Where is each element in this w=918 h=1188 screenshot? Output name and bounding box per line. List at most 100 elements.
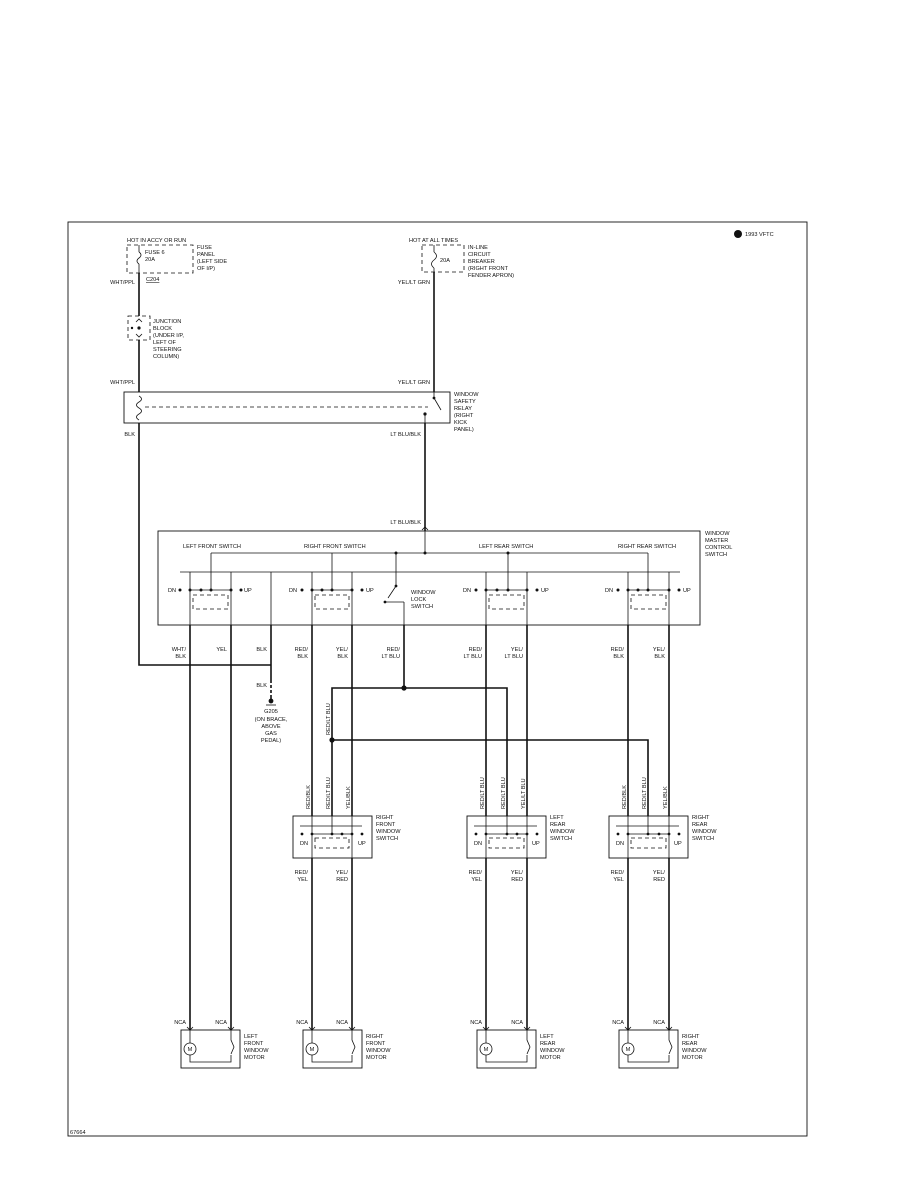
svg-text:M: M <box>188 1047 193 1053</box>
svg-text:RIGHT: RIGHT <box>692 815 710 821</box>
svg-text:SWITCH: SWITCH <box>411 604 433 610</box>
copyright-icon <box>734 230 742 238</box>
relay-label-3: RELAY <box>454 406 472 412</box>
svg-text:YEL: YEL <box>216 647 227 653</box>
left-rear-switch-label: LEFT REAR SWITCH <box>479 544 533 550</box>
svg-text:DN: DN <box>168 588 176 594</box>
svg-text:NCA: NCA <box>296 1020 308 1026</box>
relay-label-2: SAFETY <box>454 399 476 405</box>
breaker-label-4: (RIGHT FRONT <box>468 266 509 272</box>
svg-text:LT BLU: LT BLU <box>464 654 482 660</box>
svg-text:UP: UP <box>244 588 252 594</box>
relay-contact-icon <box>433 397 442 411</box>
wire-label-ltblu-blk-master: LT BLU/BLK <box>390 520 421 526</box>
fuse-panel-box <box>126 244 194 274</box>
svg-text:LEFT: LEFT <box>244 1034 258 1040</box>
svg-text:RED/: RED/ <box>469 870 483 876</box>
svg-text:WINDOW: WINDOW <box>411 590 436 596</box>
svg-text:MOTOR: MOTOR <box>244 1055 265 1061</box>
svg-text:LT BLU: LT BLU <box>382 654 400 660</box>
wire-label-blk-relay: BLK <box>124 432 135 438</box>
left-hot-label: HOT IN ACCY OR RUN <box>127 238 186 244</box>
svg-text:RED/LT BLU: RED/LT BLU <box>501 777 507 809</box>
svg-text:YEL: YEL <box>297 877 308 883</box>
connector-c204: C204 <box>146 277 159 283</box>
breaker-label-1: IN-LINE <box>468 245 488 251</box>
master-output-wires: RED/LT BLU WHT/ BLK YEL BLK RED/ BLK YEL… <box>172 625 670 1030</box>
svg-text:REAR: REAR <box>540 1041 556 1047</box>
svg-text:RED: RED <box>336 877 348 883</box>
svg-text:YEL/: YEL/ <box>653 870 666 876</box>
breaker-rating: 20A <box>440 258 450 264</box>
svg-text:NCA: NCA <box>653 1020 665 1026</box>
svg-text:RED/: RED/ <box>387 647 401 653</box>
window-lock-switch: WINDOW LOCK SWITCH <box>383 584 436 625</box>
right-front-window-switch: RED/BLK RED/LT BLU YEL/BLK DN UP RIGHT F… <box>292 777 401 1030</box>
circuit-breaker-icon <box>431 251 437 269</box>
left-power-feed: HOT IN ACCY OR RUN FUSE 6 20A FUSE PANEL… <box>110 238 227 392</box>
svg-text:RED/BLK: RED/BLK <box>622 785 628 809</box>
svg-text:NCA: NCA <box>215 1020 227 1026</box>
svg-text:RIGHT: RIGHT <box>682 1034 700 1040</box>
fuse-panel-label-3: (LEFT SIDE <box>197 259 227 265</box>
svg-text:BLK: BLK <box>256 647 267 653</box>
svg-text:RED: RED <box>511 877 523 883</box>
right-hot-label: HOT AT ALL TIMES <box>409 238 458 244</box>
svg-text:DN: DN <box>605 588 613 594</box>
svg-text:YEL/: YEL/ <box>336 870 349 876</box>
left-rear-window-switch: RED/LT BLU RED/LT BLU YEL/LT BLU DN UP L… <box>466 777 575 1030</box>
svg-text:WINDOW: WINDOW <box>376 829 401 835</box>
relay-label-5: KICK <box>454 420 467 426</box>
junction-label-3: (UNDER I/P, <box>153 333 184 339</box>
fuse-rating: 20A <box>145 257 155 263</box>
junction-label-1: JUNCTION <box>153 319 181 325</box>
svg-text:DN: DN <box>463 588 471 594</box>
svg-text:YEL/: YEL/ <box>511 647 524 653</box>
svg-text:LEFT: LEFT <box>550 815 564 821</box>
svg-text:RED/: RED/ <box>295 647 309 653</box>
svg-text:REAR: REAR <box>692 822 708 828</box>
svg-text:BLK: BLK <box>175 654 186 660</box>
svg-text:NCA: NCA <box>336 1020 348 1026</box>
svg-text:NCA: NCA <box>470 1020 482 1026</box>
fuse-icon <box>136 251 142 265</box>
svg-text:RED/: RED/ <box>611 647 625 653</box>
svg-text:YEL/LT BLU: YEL/LT BLU <box>521 778 527 809</box>
wire-label-yel-grn-top: YEL/LT GRN <box>398 280 430 286</box>
svg-text:PEDAL): PEDAL) <box>261 738 281 744</box>
svg-text:LT BLU: LT BLU <box>505 654 523 660</box>
fuse-panel-label-1: FUSE <box>197 245 212 251</box>
svg-text:RED: RED <box>653 877 665 883</box>
master-right-front-switch: DN UP <box>289 572 374 625</box>
svg-text:NCA: NCA <box>511 1020 523 1026</box>
svg-text:M: M <box>484 1047 489 1053</box>
ground-g205: BLK G205 (ON BRACE, ABOVE GAS PEDAL) <box>255 683 288 744</box>
svg-text:UP: UP <box>532 841 540 847</box>
svg-text:YEL/: YEL/ <box>336 647 349 653</box>
svg-text:WINDOW: WINDOW <box>550 829 575 835</box>
master-right-rear-switch: DN UP <box>605 572 691 625</box>
svg-text:(ON BRACE,: (ON BRACE, <box>255 717 288 723</box>
right-rear-switch-label: RIGHT REAR SWITCH <box>618 544 676 550</box>
svg-text:M: M <box>310 1047 315 1053</box>
wire-label-wht-ppl: WHT/PPL <box>110 380 135 386</box>
svg-text:UP: UP <box>541 588 549 594</box>
window-safety-relay: WINDOW SAFETY RELAY (RIGHT KICK PANEL) B… <box>123 391 479 438</box>
svg-text:FRONT: FRONT <box>376 822 396 828</box>
svg-text:MOTOR: MOTOR <box>540 1055 561 1061</box>
svg-text:LOCK: LOCK <box>411 597 427 603</box>
master-label-4: SWITCH <box>705 552 727 558</box>
svg-text:FRONT: FRONT <box>366 1041 386 1047</box>
svg-text:M: M <box>626 1047 631 1053</box>
svg-text:RED/BLK: RED/BLK <box>306 785 312 809</box>
svg-text:GAS: GAS <box>265 731 277 737</box>
svg-text:YEL/: YEL/ <box>511 870 524 876</box>
breaker-label-5: FENDER APRON) <box>468 273 514 279</box>
svg-text:REAR: REAR <box>550 822 566 828</box>
wire-label-ltblu-blk-relay: LT BLU/BLK <box>390 432 421 438</box>
figure-id: 67664 <box>70 1130 86 1136</box>
right-rear-window-switch: RED/BLK RED/LT BLU YEL/BLK DN UP RIGHT R… <box>608 777 717 1030</box>
right-power-feed: HOT AT ALL TIMES 20A IN-LINE CIRCUIT BRE… <box>398 238 514 392</box>
wire-label-yel-grn: YEL/LT GRN <box>398 380 430 386</box>
svg-text:UP: UP <box>683 588 691 594</box>
